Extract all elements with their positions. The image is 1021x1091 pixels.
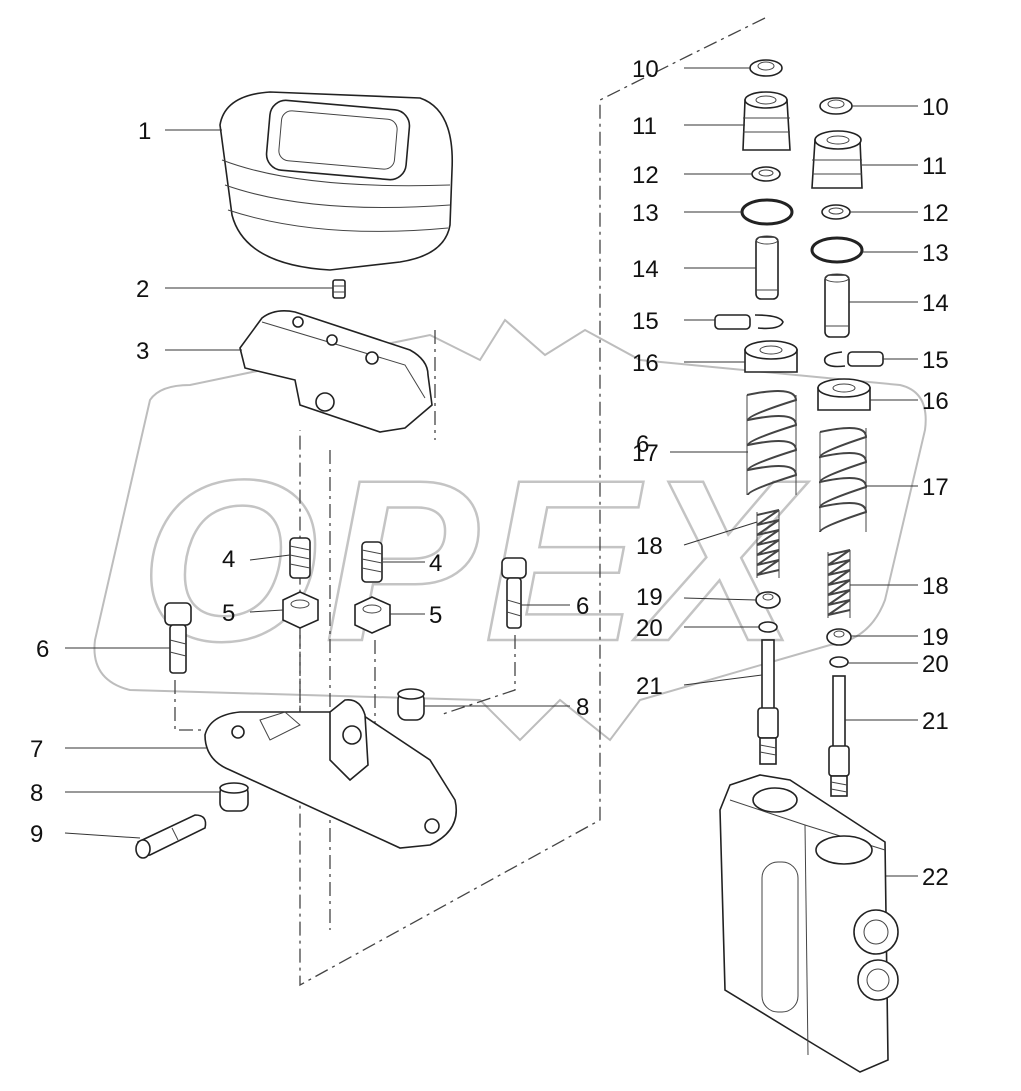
part-5-nut-left [282, 591, 319, 629]
label-19-left: 19 [636, 584, 663, 611]
part-15-clip-left [714, 314, 784, 330]
part-2-set-screw [332, 279, 346, 299]
part-13-oring-left [740, 198, 794, 226]
part-5-nut-right [354, 596, 391, 634]
label-2: 2 [136, 276, 149, 303]
label-3: 3 [136, 338, 149, 365]
alignment-lines [174, 17, 766, 987]
part-4-spring-right [361, 541, 383, 583]
part-14-plunger-left [755, 235, 779, 300]
part-20-ring-right [829, 656, 849, 668]
label-11-left: 11 [632, 113, 657, 140]
label-8-lower: 8 [30, 780, 43, 807]
label-8-upper: 8 [576, 694, 589, 721]
label-1: 1 [138, 118, 151, 145]
label-5-left: 5 [222, 600, 235, 627]
label-13-right: 13 [922, 240, 949, 267]
part-6-bolt-left [164, 602, 192, 674]
label-6-left: 6 [36, 636, 49, 663]
part-16-seat-right [817, 378, 871, 411]
label-16-left: 16 [632, 350, 659, 377]
label-12-left: 12 [632, 162, 659, 189]
part-11-gland-right [811, 130, 863, 189]
part-18-spring-right [827, 549, 851, 618]
label-5-right: 5 [429, 602, 442, 629]
label-19-right: 19 [922, 624, 949, 651]
label-13-left: 13 [632, 200, 659, 227]
label-7: 7 [30, 736, 43, 763]
part-8-bushing-upper [397, 688, 425, 721]
label-21-right: 21 [922, 708, 949, 735]
part-11-gland-left [742, 91, 791, 151]
label-15-right: 15 [922, 347, 949, 374]
part-15-clip-right [823, 351, 884, 368]
label-21-left: 21 [636, 673, 663, 700]
label-22: 22 [922, 864, 949, 891]
label-18-right: 18 [922, 573, 949, 600]
watermark: OPEX [93, 318, 927, 742]
label-4-right: 4 [429, 550, 442, 577]
part-21-spool-right [828, 675, 850, 797]
part-9-pin [135, 814, 207, 859]
watermark-outline [93, 318, 927, 742]
label-14-right: 14 [922, 290, 949, 317]
part-12-washer-right [821, 204, 851, 220]
label-6-upper: 6 [636, 431, 649, 458]
part-4-spring-left [289, 537, 311, 579]
part-16-seat-left [744, 340, 798, 373]
part-6-bolt-right [501, 557, 527, 629]
part-10-ring-left [749, 59, 783, 77]
label-20-right: 20 [922, 651, 949, 678]
label-11-right: 11 [922, 153, 947, 180]
label-16-right: 16 [922, 388, 949, 415]
callout-labels: 1 2 3 4 4 5 5 6 6 6 7 8 8 9 10 10 11 11 … [30, 56, 949, 891]
part-7-base-plate [204, 698, 457, 849]
label-4-left: 4 [222, 546, 235, 573]
label-14-left: 14 [632, 256, 659, 283]
part-17-spring-right [818, 427, 868, 533]
label-17-left: 17 [632, 440, 659, 467]
part-10-ring-right [819, 97, 853, 115]
label-9: 9 [30, 821, 43, 848]
label-6-right: 6 [576, 593, 589, 620]
part-18-spring-left [756, 509, 780, 578]
part-14-plunger-right [824, 273, 850, 338]
part-8-bushing-lower [219, 782, 249, 812]
part-13-oring-right [810, 236, 864, 264]
part-22-valve-body [719, 774, 899, 1073]
label-17-right: 17 [922, 474, 949, 501]
part-19-washer-left [755, 591, 781, 609]
part-1-boot [219, 91, 454, 271]
label-18-left: 18 [636, 533, 663, 560]
part-21-spool-left [757, 639, 779, 765]
part-3-top-plate [239, 310, 433, 433]
part-12-washer-left [751, 166, 781, 182]
watermark-text: OPEX [140, 432, 809, 689]
label-12-right: 12 [922, 200, 949, 227]
label-10-right: 10 [922, 94, 949, 121]
part-19-washer-right [826, 628, 852, 646]
label-20-left: 20 [636, 615, 663, 642]
part-17-spring-left [746, 390, 798, 496]
label-10-left: 10 [632, 56, 659, 83]
label-15-left: 15 [632, 308, 659, 335]
leader-lines [64, 67, 918, 877]
part-20-ring-left [758, 621, 778, 633]
